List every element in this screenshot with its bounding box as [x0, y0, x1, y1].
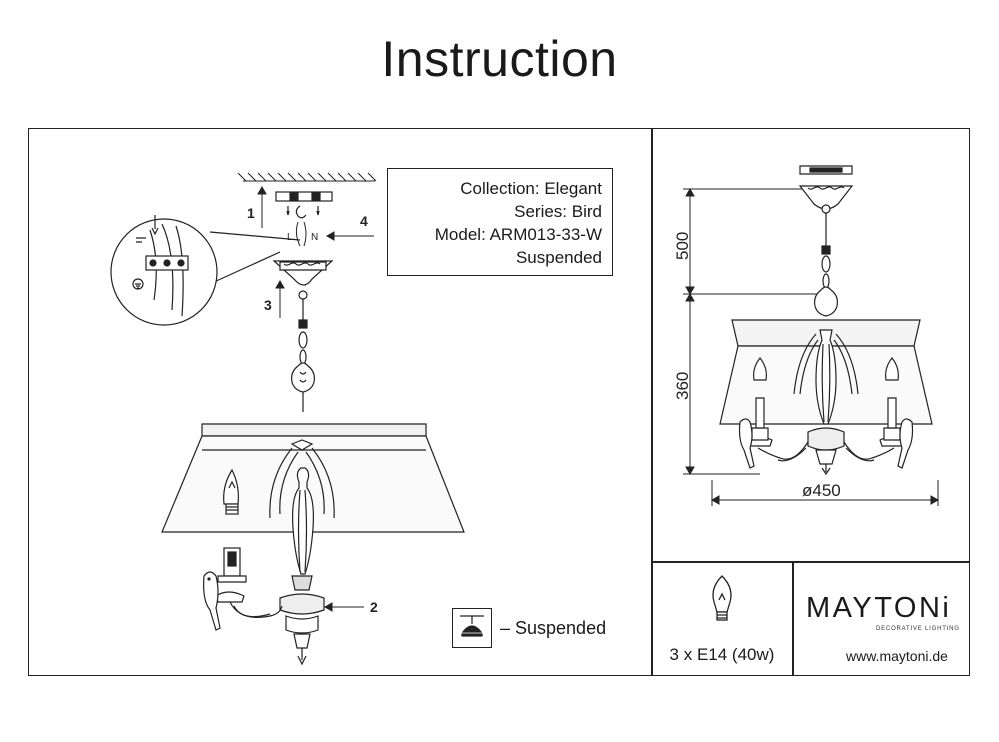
divider-horizontal-right — [651, 561, 970, 563]
bulb-spec: 3 x E14 (40w) — [669, 645, 775, 664]
suspended-legend-frame — [452, 608, 492, 648]
collection-label: Collection: Elegant — [460, 179, 602, 198]
step-2-arrow — [323, 602, 364, 612]
dimension-height-body: 360 — [673, 372, 692, 400]
brand-url[interactable]: www.maytoni.de — [846, 648, 948, 664]
step-4-arrow — [325, 231, 374, 241]
wire-live-label: L — [287, 232, 293, 243]
dimension-height-top: 500 — [673, 232, 692, 260]
type-label: Suspended — [515, 248, 602, 267]
bulb-left — [223, 468, 239, 515]
arm-with-bird-left — [203, 547, 283, 631]
step-3-label: 3 — [264, 297, 272, 313]
bulb-icon — [712, 575, 732, 621]
suspended-lamp-icon — [460, 615, 484, 637]
mounting-bracket — [275, 191, 333, 219]
model-label: Model: ARM013-33-W — [434, 225, 602, 244]
brand-logo: MAYTONi — [806, 592, 952, 624]
canopy — [272, 260, 334, 300]
dimension-diameter: ø450 — [802, 481, 841, 500]
brand-tagline: DECORATIVE LIGHTING — [876, 626, 960, 632]
step-1-label: 1 — [247, 205, 255, 221]
step-1-arrow — [257, 185, 267, 228]
step-4-label: 4 — [360, 213, 368, 229]
page-title: Instruction — [381, 31, 618, 87]
divider-vertical-main — [651, 128, 653, 676]
step-3-arrow — [275, 279, 285, 318]
ceiling — [237, 172, 377, 182]
supply-wires — [295, 221, 307, 247]
suspended-legend-label: – Suspended — [500, 618, 607, 638]
wiring-detail-magnifier — [110, 215, 301, 326]
series-label: Series: Bird — [514, 202, 602, 221]
chain — [291, 299, 315, 412]
product-info-box: Collection: Elegant Series: Bird Model: … — [387, 168, 613, 276]
wire-neutral-label: N — [311, 232, 318, 243]
instruction-frame — [28, 128, 970, 676]
center-column-left — [279, 467, 325, 666]
divider-vertical-brand — [792, 561, 794, 676]
step-2-label: 2 — [370, 599, 378, 615]
dimension-lines — [683, 187, 940, 506]
shade-bow-left — [269, 439, 335, 519]
fixture-elevation-right — [719, 165, 933, 476]
